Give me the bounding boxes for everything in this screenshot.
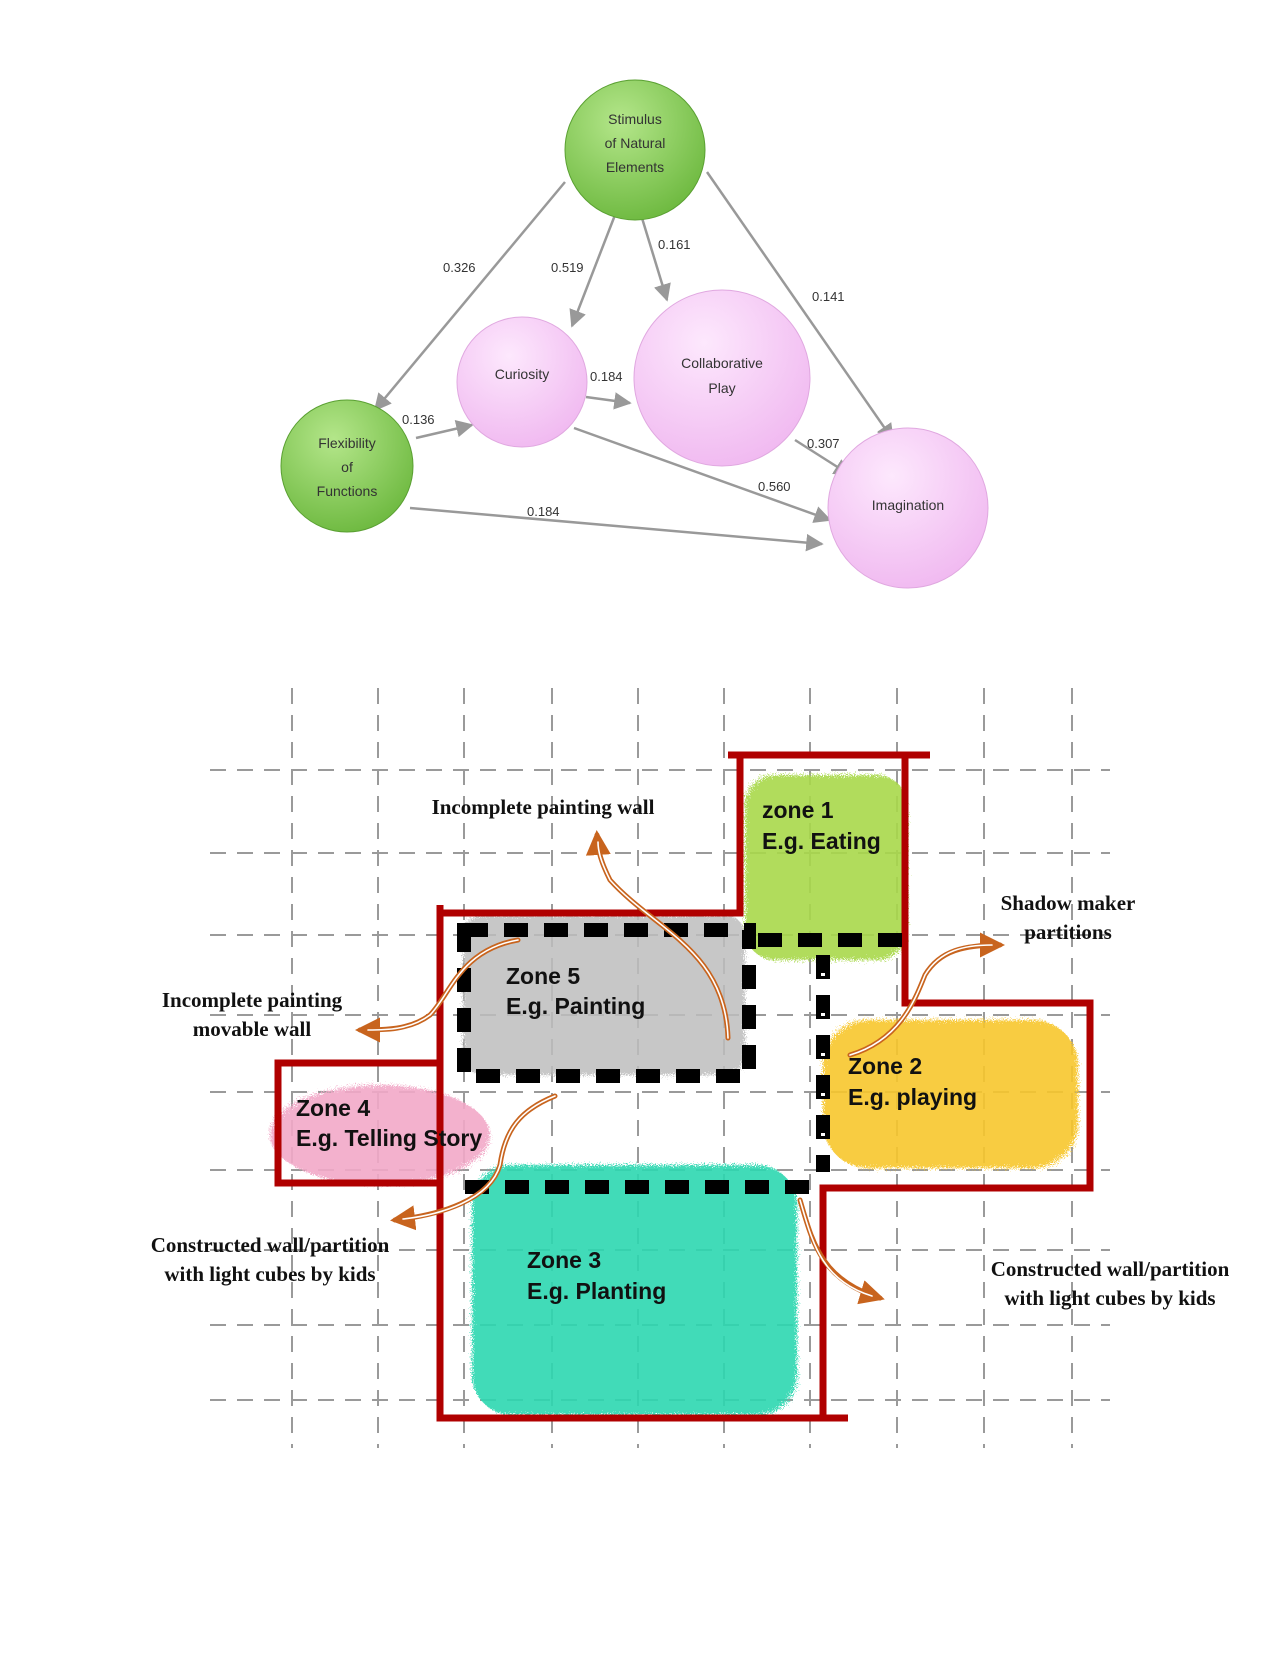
- zone3-example: E.g. Planting: [527, 1278, 666, 1304]
- weight-flex-imag: 0.184: [527, 504, 560, 519]
- svg-text:Elements: Elements: [606, 159, 664, 175]
- weight-stim-flex: 0.326: [443, 260, 476, 275]
- svg-text:of: of: [341, 459, 353, 475]
- plan-outer-wall: [274, 751, 1094, 1422]
- path-diagram: 0.326 0.519 0.161 0.141 0.184 0.136 0.30…: [280, 79, 989, 589]
- zone5-title: Zone 5: [506, 963, 580, 989]
- callout-movable-wall-line2: movable wall: [193, 1017, 312, 1041]
- path-edges: [373, 171, 895, 552]
- zone-blobs: [270, 775, 1078, 1415]
- node-flexibility: Flexibility of Functions: [280, 399, 414, 533]
- svg-text:Collaborative: Collaborative: [681, 355, 763, 371]
- weight-stim-collab: 0.161: [658, 237, 691, 252]
- zone3-title: Zone 3: [527, 1247, 601, 1273]
- svg-text:Imagination: Imagination: [872, 497, 944, 513]
- node-stimulus: Stimulus of Natural Elements: [564, 79, 706, 221]
- edge-stimulus-curiosity: [569, 214, 617, 328]
- weight-stim-cur: 0.519: [551, 260, 584, 275]
- callout-constructed-right-line2: with light cubes by kids: [1004, 1286, 1215, 1310]
- zone1-example: E.g. Eating: [762, 828, 881, 854]
- svg-text:Functions: Functions: [317, 483, 378, 499]
- weight-collab-imag: 0.307: [807, 436, 840, 451]
- callout-constructed-left-line1: Constructed wall/partition: [151, 1233, 390, 1257]
- callout-movable-wall-line1: Incomplete painting: [162, 988, 343, 1012]
- svg-text:Curiosity: Curiosity: [495, 366, 549, 382]
- weight-cur-imag: 0.560: [758, 479, 791, 494]
- callout-constructed-left-line2: with light cubes by kids: [164, 1262, 375, 1286]
- zone1-area: [745, 775, 907, 960]
- callout-constructed-right-line1: Constructed wall/partition: [991, 1257, 1230, 1281]
- zone5-example: E.g. Painting: [506, 993, 645, 1019]
- callout-shadow-line1: Shadow maker: [1001, 891, 1136, 915]
- floor-plan: zone 1 E.g. Eating Zone 5 E.g. Painting …: [151, 688, 1230, 1448]
- zone5-partition: [457, 923, 756, 1083]
- node-collaborative-play: Collaborative Play: [633, 289, 811, 467]
- zone4-example: E.g. Telling Story: [296, 1125, 482, 1151]
- plan-wall-stubs: [436, 751, 1094, 1422]
- zone2-area: [823, 1020, 1078, 1168]
- zone3-area: [472, 1165, 797, 1415]
- weight-cur-collab: 0.184: [590, 369, 623, 384]
- svg-text:Stimulus: Stimulus: [608, 111, 662, 127]
- edge-stimulus-collab: [640, 217, 671, 302]
- zone4-area: [270, 1085, 490, 1185]
- svg-text:Flexibility: Flexibility: [318, 435, 376, 451]
- zone4-title: Zone 4: [296, 1095, 370, 1121]
- zone1-title: zone 1: [762, 797, 834, 823]
- edge-stimulus-imagination: [705, 171, 895, 442]
- edge-flexibility-imagination: [409, 506, 824, 552]
- zone5-area: [463, 915, 745, 1075]
- svg-text:Play: Play: [708, 380, 735, 396]
- zone2-title: Zone 2: [848, 1053, 922, 1079]
- edge-stimulus-flexibility: [373, 181, 566, 412]
- callout-labels: Incomplete painting wall Incomplete pain…: [151, 795, 1230, 1310]
- path-weights: 0.326 0.519 0.161 0.141 0.184 0.136 0.30…: [402, 237, 845, 519]
- weight-stim-imag: 0.141: [812, 289, 845, 304]
- weight-flex-cur: 0.136: [402, 412, 435, 427]
- edge-curiosity-imagination: [573, 426, 832, 523]
- svg-text:of Natural: of Natural: [605, 135, 666, 151]
- callout-shadow-line2: partitions: [1024, 920, 1112, 944]
- edge-flexibility-curiosity: [415, 420, 474, 440]
- callout-arrow-highlights: [367, 841, 993, 1297]
- edge-curiosity-collab: [585, 392, 632, 410]
- callout-painting-wall: Incomplete painting wall: [432, 795, 655, 819]
- zone2-example: E.g. playing: [848, 1084, 977, 1110]
- zone-labels: zone 1 E.g. Eating Zone 5 E.g. Painting …: [296, 797, 977, 1304]
- node-curiosity: Curiosity: [456, 316, 588, 448]
- node-imagination: Imagination: [827, 427, 989, 589]
